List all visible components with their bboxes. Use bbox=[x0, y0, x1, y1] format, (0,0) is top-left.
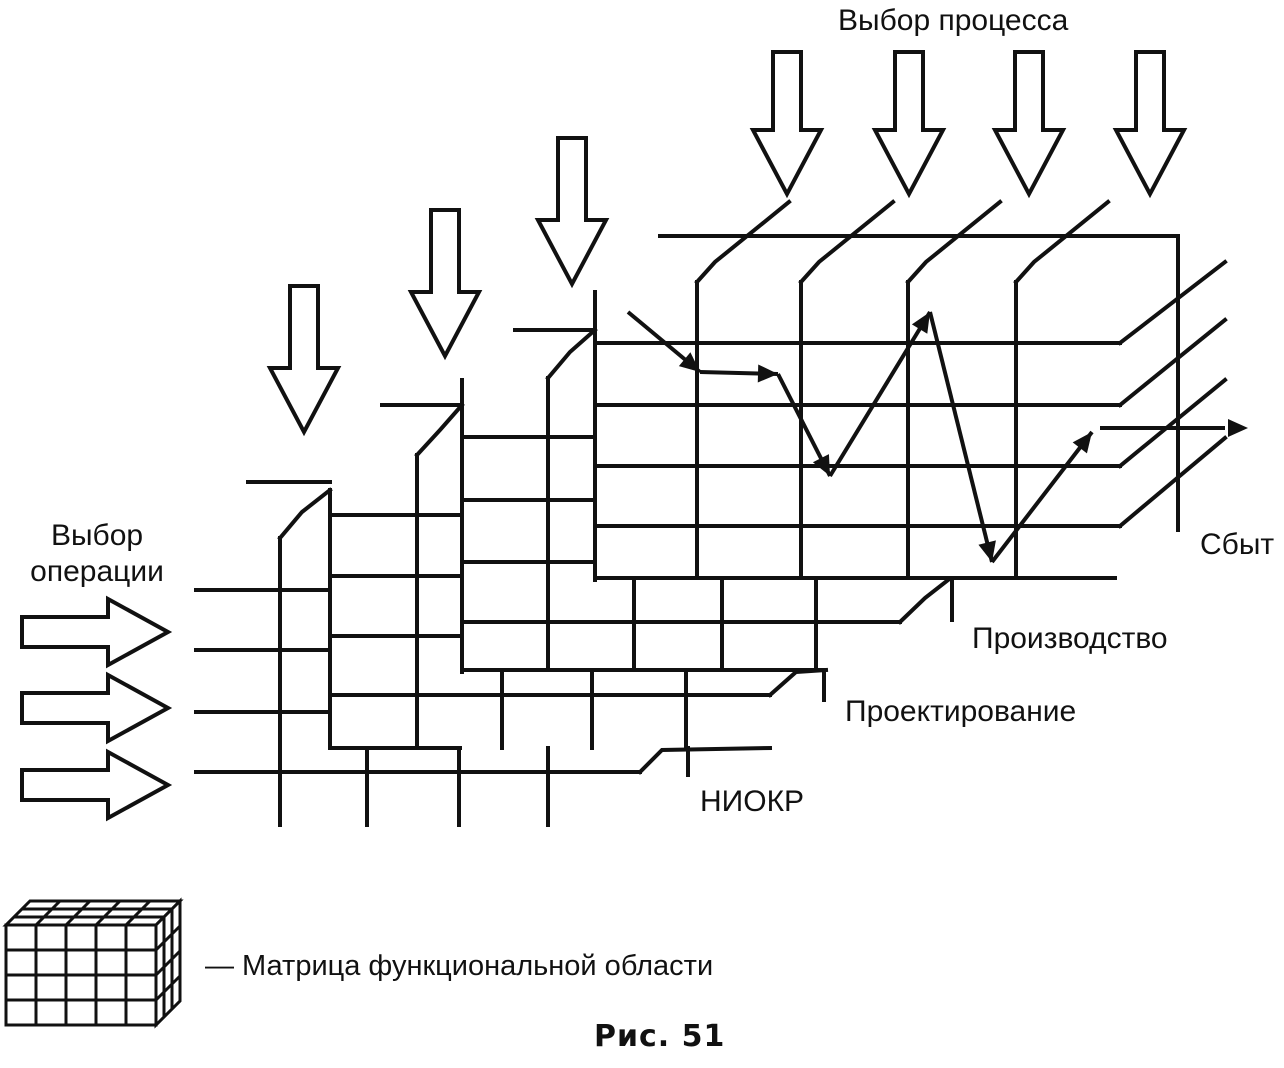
flow-arrowhead bbox=[978, 540, 996, 562]
stage-sales-label: Сбыт bbox=[1200, 528, 1275, 561]
matrix-rnd-edge bbox=[637, 745, 773, 775]
flow-path-segment bbox=[990, 430, 1094, 564]
matrix-sales bbox=[593, 199, 1228, 580]
matrix-production bbox=[460, 290, 954, 672]
legend-cube-gridline bbox=[154, 974, 182, 1002]
legend-cube-gridline bbox=[64, 899, 92, 927]
matrix-design bbox=[328, 378, 829, 750]
legend-cube-top bbox=[2, 899, 184, 927]
stage-design-label: Проектирование bbox=[845, 695, 1077, 728]
flow-arrowhead bbox=[1072, 432, 1092, 454]
flow-arrowhead bbox=[757, 364, 778, 383]
matrix-rnd-bevel bbox=[277, 487, 333, 541]
matrix-sales-depth bbox=[1117, 259, 1228, 346]
process-selection-arrow-icon bbox=[407, 208, 483, 361]
flow-path-segment bbox=[828, 310, 932, 478]
matrix-design-bevel bbox=[414, 402, 465, 458]
matrix-design-edge bbox=[767, 667, 829, 698]
process-selection-label: Выбор процесса bbox=[838, 4, 1069, 37]
operation-label-line2: операции bbox=[30, 555, 164, 588]
legend-cube-gridline bbox=[154, 949, 182, 977]
stage-rnd-label: НИОКР bbox=[700, 785, 805, 818]
matrix-sales-depth bbox=[1117, 435, 1228, 529]
matrix-sales-depth bbox=[1117, 377, 1228, 469]
operation-label-line1: Выбор bbox=[50, 519, 144, 552]
process-selection-arrow-icon bbox=[1112, 50, 1188, 199]
matrix-sales-bevel bbox=[798, 199, 896, 285]
legend-cube-gridline bbox=[34, 899, 62, 927]
legend-cube-gridline bbox=[154, 924, 182, 952]
process-selection-arrow-icon bbox=[534, 136, 610, 289]
stage-production-label: Производство bbox=[972, 622, 1168, 655]
process-selection-arrow-icon bbox=[749, 50, 825, 199]
process-selection-arrow-icon bbox=[871, 50, 947, 199]
matrix-sales-bevel bbox=[905, 199, 1003, 285]
operation-selection-arrow-icon bbox=[20, 748, 173, 822]
flow-arrowhead bbox=[812, 454, 830, 476]
matrix-production-bevel bbox=[545, 327, 598, 381]
flow-exit-arrowhead bbox=[1228, 419, 1248, 437]
legend-cube-gridline bbox=[124, 899, 152, 927]
figure-caption: Рис. 51 bbox=[594, 1019, 726, 1054]
flow-arrowhead bbox=[911, 312, 930, 334]
matrix-production-edge bbox=[897, 577, 951, 625]
operation-selection-label: Выбор операции bbox=[18, 518, 176, 590]
matrix-rnd bbox=[194, 480, 773, 827]
process-selection-arrow-icon bbox=[266, 284, 342, 437]
matrix-sales-depth bbox=[1117, 317, 1228, 408]
process-selection-arrow-icon bbox=[991, 50, 1067, 199]
matrix-sales-bevel bbox=[694, 199, 792, 285]
legend-text: — Матрица функциональной области bbox=[205, 950, 714, 982]
matrix-sales-bevel bbox=[1013, 199, 1111, 285]
flow-arrowhead bbox=[678, 352, 700, 372]
operation-selection-arrow-icon bbox=[20, 595, 173, 669]
flow-path-segment bbox=[928, 311, 994, 563]
legend-cube-gridline bbox=[94, 899, 122, 927]
operation-selection-arrow-icon bbox=[20, 671, 173, 745]
